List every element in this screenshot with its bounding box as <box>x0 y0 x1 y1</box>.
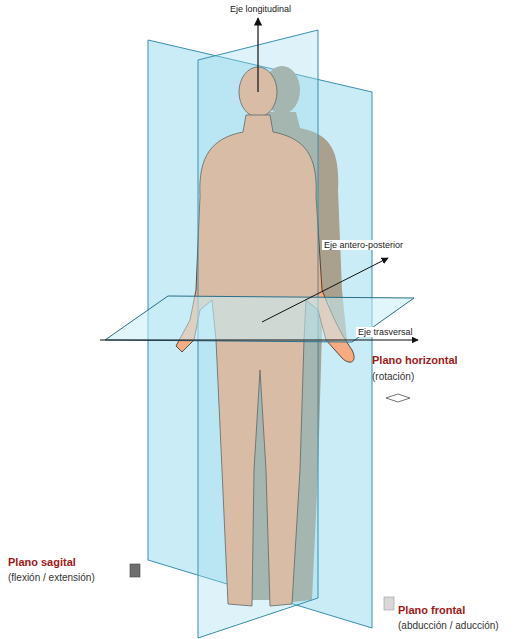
axis-label: Eje longitudinal <box>228 4 293 14</box>
horizontal-symbol <box>386 394 410 402</box>
plane-name: Plano sagital <box>8 556 76 569</box>
horizontal-plane <box>105 296 414 342</box>
transverse-axis <box>100 340 418 341</box>
movement-note: (flexión / extensión) <box>8 572 95 584</box>
movement-note: (abducción / aducción) <box>398 620 499 632</box>
longitudinal-axis <box>257 18 258 92</box>
movement-note: (rotación) <box>372 371 414 383</box>
plane-name: Plano frontal <box>398 604 465 617</box>
sagittal-symbol <box>130 564 140 577</box>
axis-label: Eje trasversal <box>356 327 415 337</box>
plane-name: Plano horizontal <box>372 354 458 367</box>
frontal-symbol <box>384 597 394 610</box>
axis-label: Eje antero-posterior <box>322 240 405 250</box>
antero-posterior-axis <box>262 258 388 322</box>
